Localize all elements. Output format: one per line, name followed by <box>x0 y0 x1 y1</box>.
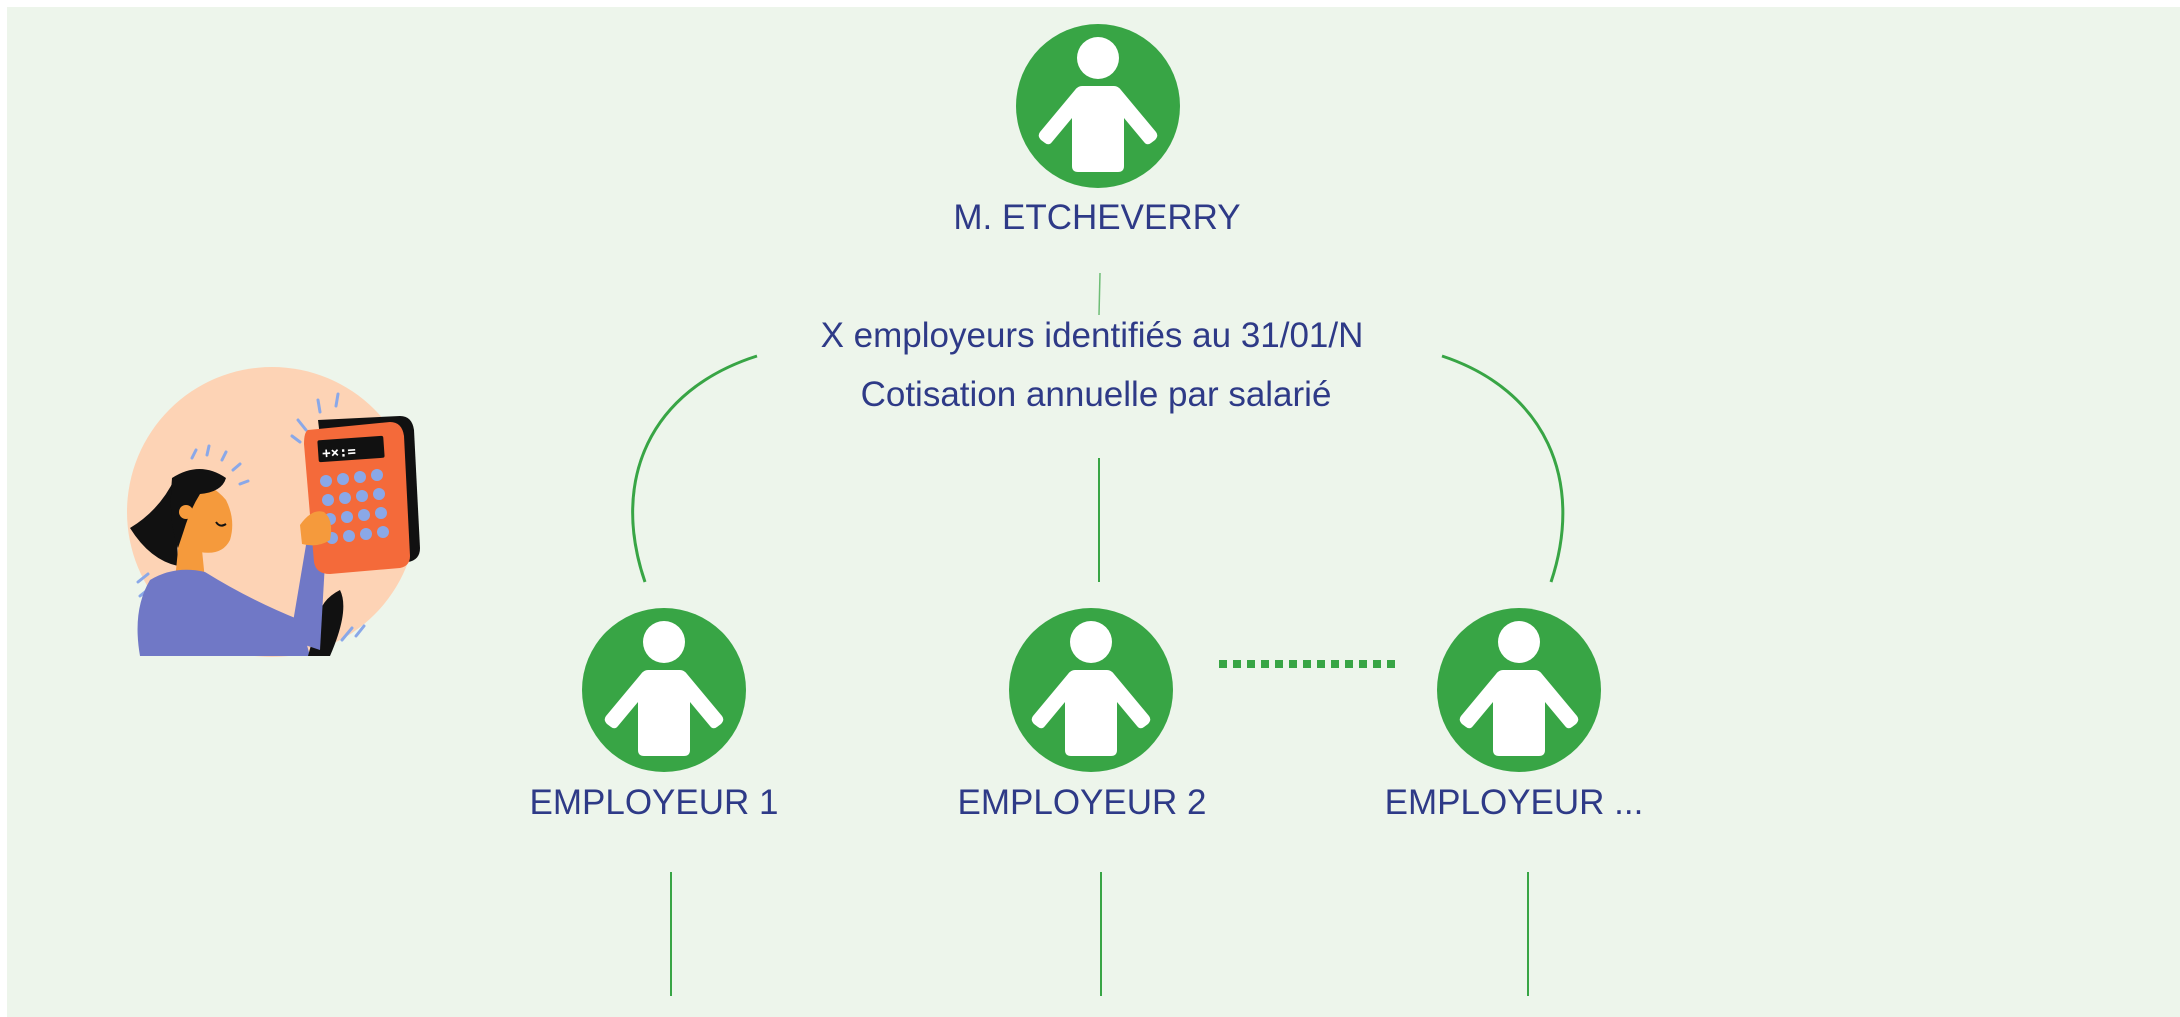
info-line-2: Cotisation annuelle par salarié <box>860 375 1332 414</box>
employer1-name: EMPLOYEUR 1 <box>529 783 779 822</box>
left-arc-connector <box>631 354 758 583</box>
info-line-1: X employeurs identifiés au 31/01/N <box>820 316 1364 355</box>
top-node-person-icon <box>1016 24 1180 188</box>
right-arc-connector <box>1441 354 1565 583</box>
top-connector <box>1098 272 1101 316</box>
calculator-display: +×:= <box>322 444 357 462</box>
employer2-person-icon <box>1009 608 1173 772</box>
connectors <box>631 272 1565 996</box>
employer3-name: EMPLOYEUR ... <box>1384 783 1644 822</box>
calculator-icon: +×:= <box>304 416 420 574</box>
employer1-person-icon <box>582 608 746 772</box>
top-node-name: M. ETCHEVERRY <box>953 198 1241 237</box>
employer2-name: EMPLOYEUR 2 <box>957 783 1207 822</box>
woman-with-calculator-illustration: +×:= <box>127 367 420 657</box>
employer3-person-icon <box>1437 608 1601 772</box>
